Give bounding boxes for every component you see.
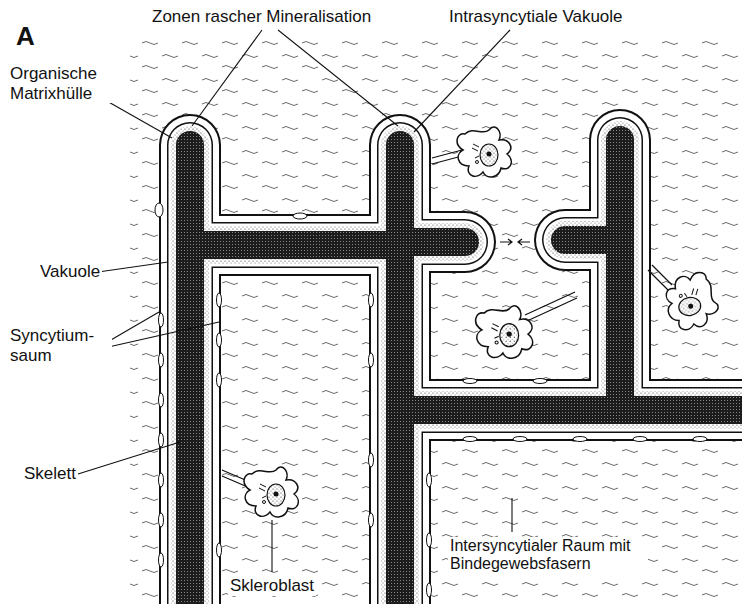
region-label: Intersyncytialer Raum mit Bindegewebsfas…: [448, 537, 648, 574]
part-label: Skleroblast: [228, 576, 316, 596]
part-label: Zonen rascher Mineralisation: [150, 7, 373, 27]
panel-letter: A: [14, 22, 37, 52]
part-label: Syncytium- saum: [8, 326, 112, 365]
part-label: Vakuole: [38, 262, 102, 282]
part-label: Organische Matrixhülle: [8, 64, 122, 103]
part-label: Skelett: [22, 464, 78, 484]
part-label: Intrasyncytiale Vakuole: [447, 7, 625, 27]
